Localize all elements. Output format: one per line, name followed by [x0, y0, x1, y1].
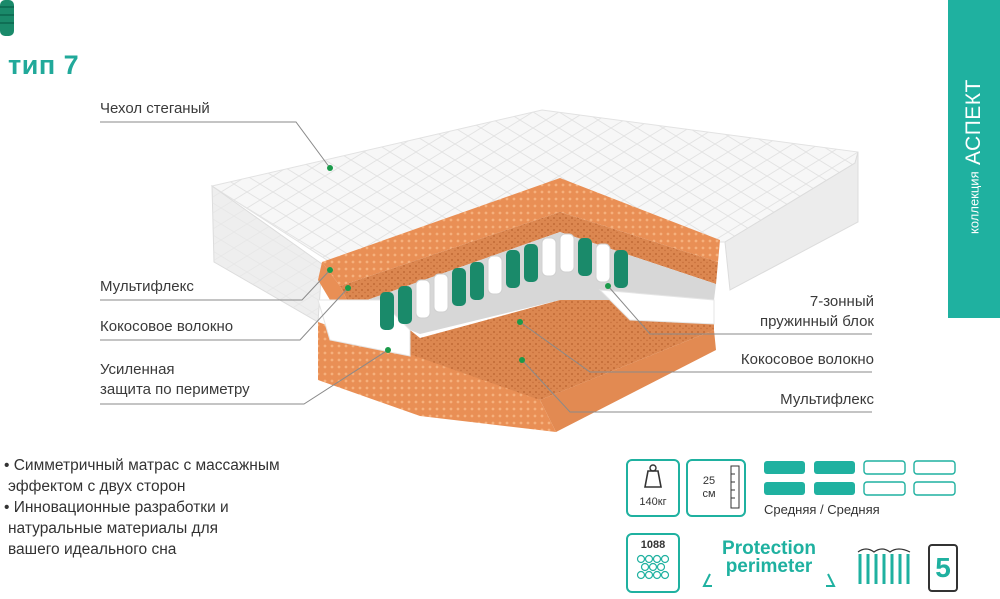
ruler-icon — [730, 465, 740, 509]
height-value: 25 — [702, 475, 716, 487]
weight-value: 140кг — [639, 496, 667, 508]
label-perimeter: Усиленная защита по периметру — [100, 360, 250, 400]
feature-line: эффектом с двух сторон — [8, 478, 186, 495]
perimeter-outline-icon — [702, 573, 836, 587]
label-cover: Чехол стеганый — [100, 100, 210, 117]
label-perimeter-line2: защита по периметру — [100, 381, 250, 398]
label-coconut-bottom: Кокосовое волокно — [740, 351, 874, 368]
zones-value: 5 — [935, 552, 951, 583]
label-springs-line1: 7-зонный — [809, 293, 874, 310]
springs-grid-icon — [636, 554, 670, 580]
spring-block — [0, 0, 628, 330]
spring-unit-icon — [857, 548, 911, 584]
leader-lines — [100, 121, 872, 413]
label-springs: 7-зонный пружинный блок — [760, 292, 874, 332]
feature-list: • Симметричный матрас с массажным эффект… — [4, 455, 280, 560]
feature-line: вашего идеального сна — [8, 541, 177, 558]
feature-line: • Симметричный матрас с массажным — [4, 457, 280, 474]
protection-line2: perimeter — [725, 556, 813, 577]
label-multiflex-bottom: Мультифлекс — [780, 391, 874, 408]
height-badge: 25 см — [686, 459, 746, 517]
feature-line: • Инновационные разработки и — [4, 499, 229, 516]
leader-dots — [327, 165, 611, 363]
label-perimeter-line1: Усиленная — [100, 361, 175, 378]
springs-count-value: 1088 — [640, 539, 666, 551]
firmness-scale — [764, 460, 956, 496]
weight-icon — [644, 464, 662, 488]
label-multiflex-top: Мультифлекс — [100, 278, 194, 295]
zones-badge: 5 — [928, 544, 958, 592]
product-title: тип 7 — [8, 50, 80, 80]
firmness-caption: Средняя / Средняя — [764, 502, 880, 517]
weight-badge: 140кг — [626, 459, 680, 517]
springs-count-badge: 1088 — [626, 533, 680, 593]
protection-perimeter-badge: Protection perimeter — [700, 538, 838, 590]
label-springs-line2: пружинный блок — [759, 313, 874, 330]
label-coconut-top: Кокосовое волокно — [100, 318, 234, 335]
feature-line: натуральные материалы для — [8, 520, 219, 537]
collection-tab: коллекция АСПЕКТ — [948, 0, 1000, 318]
height-unit: см — [702, 488, 716, 500]
mattress-top — [210, 109, 859, 323]
height-text: 25 см — [694, 475, 724, 501]
protection-line1: Protection — [722, 538, 816, 559]
